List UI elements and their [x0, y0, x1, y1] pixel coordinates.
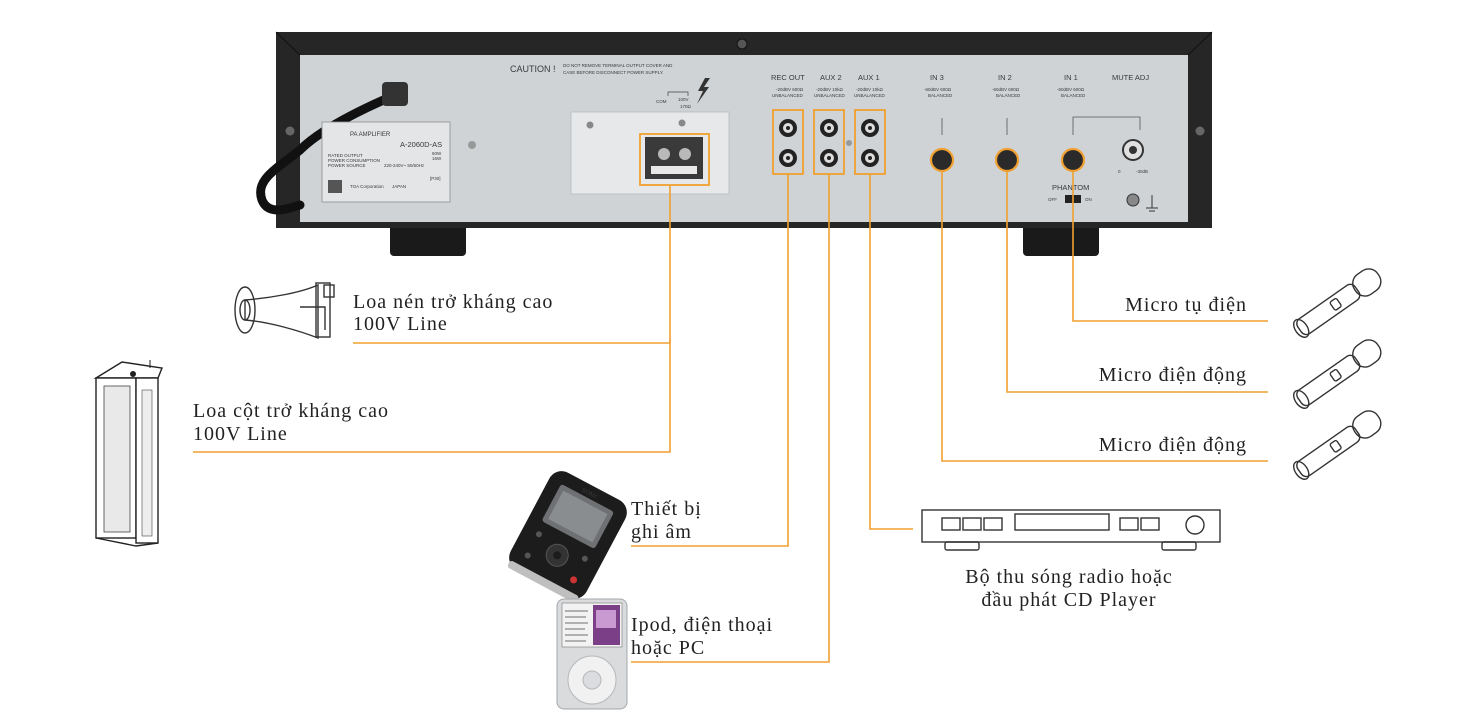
microphone-icon	[1293, 339, 1382, 409]
nameplate-row3-label: POWER SOURCE	[328, 163, 366, 168]
mute-scale-min: 0	[1118, 169, 1121, 174]
wire-in2	[1006, 171, 1268, 393]
caution-line-2: CASE BEFORE DISCONNECT POWER SUPPLY.	[563, 70, 664, 75]
nameplate-row3-value: 220-240V~ 50/60Hz	[384, 163, 425, 168]
ground-icon	[1146, 195, 1158, 212]
caution-title: CAUTION !	[510, 64, 556, 74]
in3-spec-1: -60dBV 600Ω	[924, 87, 952, 92]
microphone-icon	[1293, 268, 1382, 338]
nameplate-country: JAPAN	[392, 184, 406, 189]
in1-label: IN 1	[1064, 73, 1078, 82]
mic3-label: Micro điện động	[1099, 434, 1247, 456]
power-cord	[256, 90, 400, 215]
in1-spec-2: BALANCED	[1061, 93, 1086, 98]
aux2-label: AUX 2	[820, 73, 842, 82]
aux1-spec-2: UNBALANCED	[854, 93, 886, 98]
top-screw	[736, 38, 748, 50]
lightning-icon	[697, 78, 710, 104]
column-label-line-2: 100V Line	[193, 423, 288, 445]
horn-speaker-icon	[234, 282, 335, 340]
nameplate-model: A-2060D-AS	[400, 140, 442, 149]
horn-label-line-1: Loa nén trở kháng cao	[353, 291, 553, 313]
audio-recorder-icon: SONY	[507, 471, 627, 603]
nameplate: PA AMPLIFIER A-2060D-AS RATED OUTPUT 60W…	[321, 121, 451, 203]
nameplate-row2-value: 16W	[432, 156, 442, 161]
aux2-spec-1: -20dBV 10kΩ	[816, 87, 844, 92]
ipod-label-line-1: Ipod, điện thoại	[631, 614, 773, 636]
column-label-line-1: Loa cột trở kháng cao	[193, 400, 389, 422]
terminal-100v-label: 100V	[678, 97, 689, 102]
cd-player-icon	[921, 509, 1221, 551]
in3-label: IN 3	[930, 73, 944, 82]
caution-line-1: DO NOT REMOVE TERMINAL OUTPUT COVER AND	[563, 63, 673, 68]
side-screw-left	[285, 126, 295, 136]
nameplate-row1-label: RATED OUTPUT	[328, 153, 363, 158]
column-speaker-icon	[93, 360, 163, 547]
mic2-label: Micro điện động	[1099, 364, 1247, 386]
aux1-spec-1: -20dBV 10kΩ	[856, 87, 884, 92]
aux2-spec-2: UNBALANCED	[814, 93, 846, 98]
wire-aux2	[631, 174, 830, 663]
wire-in3	[941, 171, 1268, 462]
side-screw-right	[1195, 126, 1205, 136]
recorder-label-line-2: ghi âm	[631, 521, 692, 543]
connection-wires	[193, 171, 1268, 663]
wire-column	[193, 340, 671, 453]
amp-foot-left	[390, 222, 466, 256]
aux1-label: AUX 1	[858, 73, 880, 82]
in3-jack	[929, 147, 955, 173]
in1-jack	[1060, 147, 1086, 173]
terminal-com-label: COM	[656, 99, 667, 104]
mute-scale-max: -30dB	[1136, 169, 1148, 174]
toa-logo-icon	[328, 180, 342, 193]
rec-out-label: REC OUT	[771, 73, 805, 82]
amp-panel	[300, 55, 1188, 222]
ipod-label-line-2: hoặc PC	[631, 637, 705, 659]
nameplate-row2-label: POWER CONSUMPTION	[328, 158, 380, 163]
mic1-label: Micro tụ điện	[1125, 294, 1247, 316]
nameplate-maker: TOA Corporation	[350, 184, 384, 189]
speaker-terminal	[570, 111, 730, 195]
amplifier-rear-panel: PA AMPLIFIER A-2060D-AS RATED OUTPUT 60W…	[256, 31, 1213, 256]
phantom-on-label: ON	[1085, 197, 1092, 202]
rec-out-spec-1: -20dBV 600Ω	[776, 87, 804, 92]
rec-out-spec-2: UNBALANCED	[772, 93, 804, 98]
nameplate-row1-value: 60W	[432, 151, 442, 156]
nameplate-code: [P30]	[430, 176, 441, 181]
phantom-label: PHANTOM	[1052, 183, 1089, 192]
wire-in1	[1072, 171, 1268, 322]
radio-label-line-1: Bộ thu sóng radio hoặc	[965, 566, 1173, 588]
in2-jack	[994, 147, 1020, 173]
in3-spec-2: BALANCED	[928, 93, 953, 98]
terminal-ohm-label: 170Ω	[680, 104, 692, 109]
aux1-jacks	[854, 109, 886, 175]
in2-label: IN 2	[998, 73, 1012, 82]
nameplate-title: PA AMPLIFIER	[350, 132, 391, 138]
amp-foot-right	[1023, 222, 1099, 256]
horn-label-line-2: 100V Line	[353, 313, 448, 335]
mute-adj-label: MUTE ADJ	[1112, 73, 1149, 82]
mic-inputs	[929, 116, 1141, 173]
speaker-terminal-highlight	[639, 133, 710, 186]
in1-spec-1: -60dBV 600Ω	[1057, 87, 1085, 92]
in2-spec-2: BALANCED	[996, 93, 1021, 98]
microphone-icon	[1293, 410, 1382, 480]
wire-aux1	[869, 174, 913, 530]
in2-spec-1: -60dBV 600Ω	[992, 87, 1020, 92]
ipod-icon	[556, 598, 628, 710]
wire-rec-out	[631, 174, 789, 547]
radio-label-line-2: đầu phát CD Player	[981, 589, 1156, 611]
phantom-off-label: OFF	[1048, 197, 1057, 202]
recorder-label-line-1: Thiết bị	[631, 498, 702, 520]
